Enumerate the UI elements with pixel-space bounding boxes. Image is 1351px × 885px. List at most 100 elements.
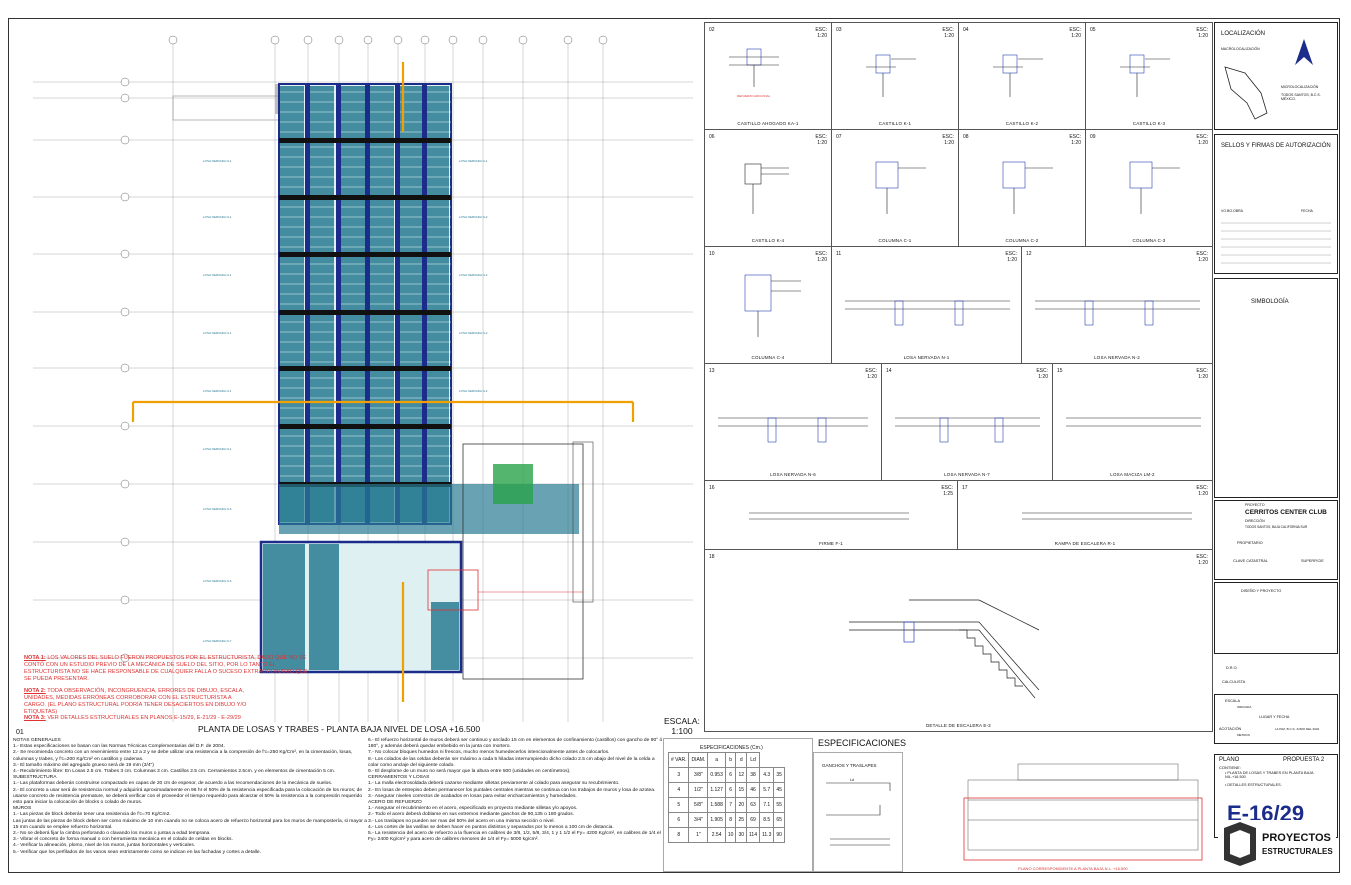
table-cell: 2.54 (707, 827, 726, 843)
table-cell: 1.127 (707, 782, 726, 798)
note-line: 3.- Los traslapes no pueden ser mas del … (368, 818, 555, 824)
svg-text:LOSA NERVADA N-1: LOSA NERVADA N-1 (203, 273, 232, 277)
table-cell: 35 (773, 767, 785, 783)
note-line: 1.- Asegurar el recubrimiento en el acer… (368, 806, 578, 812)
table-cell: 1/2" (688, 782, 709, 798)
table-cell: 25 (735, 812, 747, 828)
note-line: 4.- Verificar la alineación, plomo, nive… (13, 843, 196, 849)
note-line: 2.- Todo el acero deberá doblarse en sus… (368, 812, 574, 818)
svg-text:PLANO CORRESPONDIENTE A PLANTA: PLANO CORRESPONDIENTE A PLANTA BAJA N.L.… (1018, 866, 1128, 871)
note-line: 1.- La malla electrosoldada deberá cazar… (368, 781, 620, 787)
table-cell: 69 (746, 812, 760, 828)
note-line: 2.- No se deberá fijar la cimbra perfora… (13, 831, 211, 837)
svg-text:LOSA NERVADA N-2: LOSA NERVADA N-2 (459, 389, 488, 393)
note-3: NOTA 3: VER DETALLES ESTRUCTURALES EN PL… (24, 715, 241, 721)
note-line: 7.- No colocar bloques humedos ni fresco… (368, 750, 610, 756)
spec-header: DIAM. (688, 752, 709, 768)
note-line: 4.- Recubrimiento libre: En Losas 2.5 cm… (13, 769, 336, 775)
note-line: 8.- Los colados de las celdas deberán se… (368, 756, 655, 768)
note-line: 5.- Verificar que los perfilados de los … (13, 849, 261, 855)
note-line: 4.- Los cortes de las varillas se deben … (368, 824, 614, 830)
dro-box: D.R.O. CALCULISTA (1214, 656, 1338, 692)
note-2: NOTA 2: TODA OBSERVACIÓN, INCONGRUENCIA,… (24, 688, 247, 715)
svg-text:LOSA NERVADA N-1: LOSA NERVADA N-1 (203, 215, 232, 219)
note-line: Las juntas de las piezas de block deben … (13, 818, 367, 830)
table-cell: 4.3 (758, 767, 775, 783)
note-1: NOTA 1: LOS VALORES DEL SUELO FUERON PRO… (24, 655, 308, 682)
title-block: LOCALIZACIÓN MACROLOCALIZACIÓN MICROLOCA… (1214, 22, 1338, 872)
svg-text:LOSA NERVADA N-2: LOSA NERVADA N-2 (459, 331, 488, 335)
note-line: CERRAMIENTOS Y LOSAS (368, 775, 430, 781)
table-cell: 1.905 (707, 812, 726, 828)
note-line: 3.- Vibrar el concreto de forma manual o… (13, 837, 233, 843)
svg-text:LOSA NERVADA N-1: LOSA NERVADA N-1 (203, 331, 232, 335)
note-line: 5.- La resistencia del acero de refuerzo… (368, 831, 661, 843)
ganchos-box: GANCHOS Y TRASLAPES Ld (813, 752, 903, 872)
company-logo: PROYECTOS ESTRUCTURALES (1218, 820, 1336, 868)
svg-text:LOSA NERVADA N-6: LOSA NERVADA N-6 (203, 579, 232, 583)
sheet-index: 01 (16, 729, 24, 736)
spec-header: a (707, 752, 726, 768)
note-line: 1.- Las plataformas deberán construirse … (13, 781, 333, 787)
table-cell: 6 (724, 782, 737, 798)
table-cell: 11.3 (758, 827, 775, 843)
note-line: 3.- Asegurar niveles correctos de acabad… (368, 793, 577, 799)
svg-text:LOSA NERVADA N-2: LOSA NERVADA N-2 (459, 273, 488, 277)
table-cell: 38 (746, 767, 760, 783)
table-cell: 4 (667, 782, 690, 798)
table-cell: 12 (735, 767, 747, 783)
table-cell: 7 (724, 797, 737, 813)
table-cell: 3 (667, 767, 690, 783)
table-cell: 46 (746, 782, 760, 798)
note-line: 9.- El desplome de un muro no será mayor… (368, 769, 571, 775)
svg-text:LOSA NERVADA N-1: LOSA NERVADA N-1 (459, 159, 488, 163)
building-elevation: PLANO CORRESPONDIENTE A PLANTA BAJA N.L.… (963, 763, 1203, 871)
table-cell: 1" (688, 827, 709, 843)
table-cell: 5.7 (758, 782, 775, 798)
table-cell: 8.5 (758, 812, 775, 828)
table-cell: 114 (746, 827, 760, 843)
plan-scale: ESCALA:1:100 (664, 716, 700, 736)
table-cell: 8 (724, 812, 737, 828)
table-cell: 6 (667, 812, 690, 828)
note-line: NOTAS GENERALES (13, 738, 61, 743)
localizacion-box: LOCALIZACIÓN MACROLOCALIZACIÓN MICROLOCA… (1214, 22, 1338, 130)
table-cell: 65 (773, 812, 785, 828)
table-cell: 63 (746, 797, 760, 813)
specs-title: ESPECIFICACIONES (818, 738, 907, 748)
svg-text:LOSA NERVADA N-1: LOSA NERVADA N-1 (203, 159, 232, 163)
table-cell: 55 (773, 797, 785, 813)
note-line: SUBESTRUCTURA (13, 775, 57, 781)
sellos-box: SELLOS Y FIRMAS DE AUTORIZACIÓN VO.BO.OB… (1214, 134, 1338, 274)
map-icon (1224, 66, 1268, 120)
table-cell: 8 (667, 827, 690, 843)
note-line: 1.- Estas especificaciones se basan con … (13, 744, 225, 750)
table-cell: 3/4" (688, 812, 709, 828)
specs-table-frame: ESPECIFICACIONES (Cm.) (663, 738, 813, 872)
drawing-sheet (8, 18, 1340, 873)
svg-text:LOSA NERVADA N-2: LOSA NERVADA N-2 (459, 215, 488, 219)
note-line: 2.- Se recomienda concreto con un reveni… (13, 750, 353, 762)
spec-header: d (735, 752, 747, 768)
note-line: 2.- El concreto a usar será de resistenc… (13, 787, 363, 806)
